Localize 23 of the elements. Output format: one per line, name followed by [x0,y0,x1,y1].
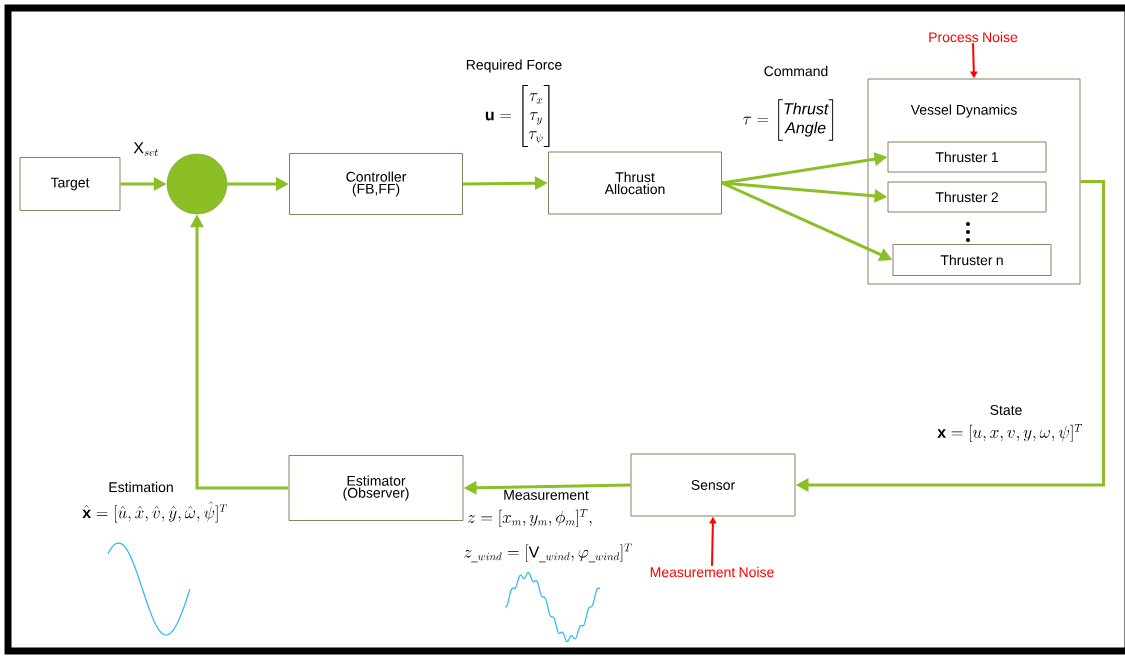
noise-label: Process Noise [929,31,1018,43]
estimator-box: Estimator (Observer) [288,455,464,521]
annotation-label: State [990,405,1022,415]
signal-symbol: $\mathrm{X}_{set}$ [133,142,158,156]
summing-junction [166,153,228,215]
thruster-box: Thruster 2 [887,181,1047,213]
thruster-box: Thruster n [892,244,1052,276]
equation: $\hat{\mathbf{x}}=[\hat{u},\hat{x},\hat{v},\hat{y},\hat{\omega},\hat{\psi}]^T$ [82,501,228,523]
target-box: Target [19,157,121,211]
equation: $z_{\_wind}=[\mathrm{V}_{\_wind},\varphi_{\_wind}]^T$ [464,543,632,563]
equation: $\tau=\begin{bmatrix}\mathit{Thrust}\\ \mathit{Angle}\end{bmatrix}$ [743,99,834,141]
equation: $\mathbf{x}=[u,x,v,y,\omega,\psi]^T$ [937,424,1083,442]
annotation-label: Estimation [109,481,173,493]
thrust-allocation-box: Thrust Allocation [548,151,722,215]
annotation-label: Required Force [466,59,562,73]
equation: $\mathbf{u}=\begin{bmatrix}\tau_x\\ \tau_y\\ \tau_\psi\end{bmatrix}$ [485,84,550,148]
annotation-label: Measurement [504,490,589,500]
controller-box: Controller (FB,FF) [289,153,463,215]
noise-label: Measurement Noise [650,566,774,578]
thruster-box: Thruster 1 [887,141,1047,173]
annotation-label: Command [764,65,828,77]
sensor-box: Sensor [630,453,796,517]
equation: $z=[x_m,y_m,\phi_m]^T,$ [467,509,592,527]
